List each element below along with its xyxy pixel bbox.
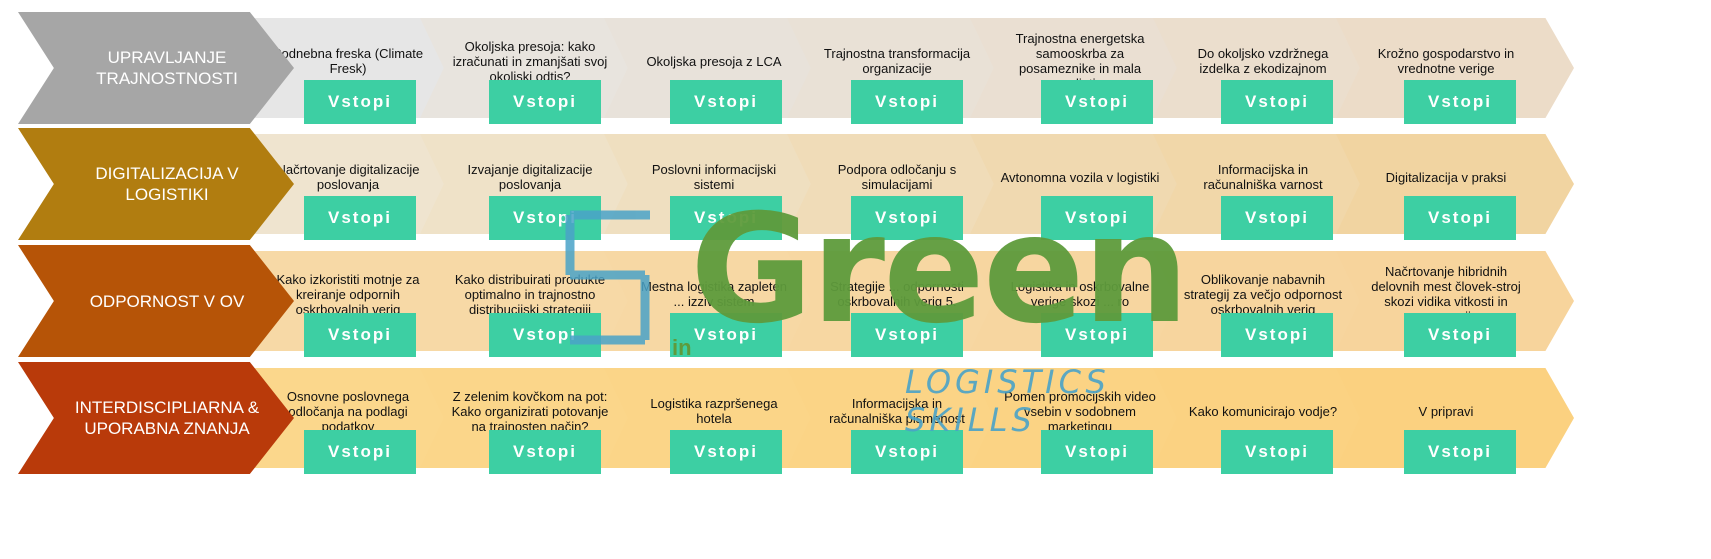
- enter-course-button[interactable]: Vstopi: [489, 313, 601, 357]
- enter-course-button[interactable]: Vstopi: [851, 80, 963, 124]
- course-title: Trajnostna transformacija organizacije: [823, 46, 971, 76]
- course-title: Strategije ... odpornosti oskrbovalnih v…: [830, 279, 964, 309]
- enter-course-button[interactable]: Vstopi: [670, 313, 782, 357]
- course-title: Logistika in oskrbovalne verige skozi ..…: [1010, 279, 1150, 309]
- course-title: V pripravi: [1418, 403, 1474, 419]
- enter-course-button[interactable]: Vstopi: [1404, 196, 1516, 240]
- course-title: Kako komunicirajo vodje?: [1188, 403, 1338, 419]
- enter-course-button[interactable]: Vstopi: [489, 80, 601, 124]
- course-title: Mestna logistika zapleten ... izziv sist…: [641, 279, 787, 309]
- enter-course-button[interactable]: Vstopi: [489, 430, 601, 474]
- course-title: Informacijska in računalniška pismenost: [829, 396, 965, 426]
- enter-course-button[interactable]: Vstopi: [851, 430, 963, 474]
- enter-course-button[interactable]: Vstopi: [304, 313, 416, 357]
- course-title: Okoljska presoja: kako izračunati in zma…: [452, 38, 608, 84]
- enter-course-button[interactable]: Vstopi: [1221, 196, 1333, 240]
- track-label: UPRAVLJANJE TRAJNOSTNOSTI: [96, 48, 238, 88]
- course-title: Načrtovanje digitalizacije poslovanja: [276, 162, 420, 192]
- track-row: Osnovne poslovnega odločanja na podlagi …: [0, 362, 1711, 474]
- enter-course-button[interactable]: Vstopi: [1404, 313, 1516, 357]
- enter-course-button[interactable]: Vstopi: [670, 196, 782, 240]
- enter-course-button[interactable]: Vstopi: [489, 196, 601, 240]
- course-title: Osnovne poslovnega odločanja na podlagi …: [286, 388, 410, 434]
- enter-course-button[interactable]: Vstopi: [1404, 80, 1516, 124]
- course-title: Z zelenim kovčkom na pot: Kako organizir…: [451, 388, 609, 434]
- course-title: Pomen promocijskih video vsebin v sodobn…: [1004, 388, 1156, 434]
- course-title: Digitalizacija v praksi: [1385, 169, 1507, 185]
- enter-course-button[interactable]: Vstopi: [1221, 313, 1333, 357]
- course-title: Kako distribuirati produkte optimalno in…: [454, 271, 606, 317]
- course-title: Poslovni informacijski sistemi: [651, 162, 777, 192]
- track-label: ODPORNOST V OV: [89, 291, 245, 311]
- course-title: Krožno gospodarstvo in vrednotne verige: [1377, 46, 1515, 76]
- enter-course-button[interactable]: Vstopi: [1404, 430, 1516, 474]
- track-label-arrow: ODPORNOST V OV: [18, 245, 294, 357]
- enter-course-button[interactable]: Vstopi: [1221, 430, 1333, 474]
- enter-course-button[interactable]: Vstopi: [1041, 80, 1153, 124]
- track-label: INTERDISCIPLIARNA & UPORABNA ZNANJA: [74, 398, 260, 438]
- course-title: Avtonomna vozila v logistiki: [1000, 169, 1160, 185]
- course-title: Informacijska in računalniška varnost: [1203, 162, 1323, 192]
- track-label-arrow: INTERDISCIPLIARNA & UPORABNA ZNANJA: [18, 362, 294, 474]
- course-title: Podpora odločanju s simulacijami: [837, 162, 957, 192]
- enter-course-button[interactable]: Vstopi: [851, 313, 963, 357]
- enter-course-button[interactable]: Vstopi: [304, 430, 416, 474]
- enter-course-button[interactable]: Vstopi: [851, 196, 963, 240]
- course-title: Podnebna freska (Climate Fresk): [272, 46, 424, 76]
- track-label-arrow: UPRAVLJANJE TRAJNOSTNOSTI: [18, 12, 294, 124]
- enter-course-button[interactable]: Vstopi: [1041, 313, 1153, 357]
- course-title: Logistika razpršenega hotela: [650, 396, 778, 426]
- enter-course-button[interactable]: Vstopi: [1221, 80, 1333, 124]
- track-row: Kako izkoristiti motnje za kreiranje odp…: [0, 245, 1711, 357]
- enter-course-button[interactable]: Vstopi: [1041, 196, 1153, 240]
- track-label: DIGITALIZACIJA V LOGISTIKI: [95, 164, 239, 204]
- track-label-arrow: DIGITALIZACIJA V LOGISTIKI: [18, 128, 294, 240]
- course-title: Izvajanje digitalizacije poslovanja: [467, 162, 593, 192]
- enter-course-button[interactable]: Vstopi: [304, 196, 416, 240]
- enter-course-button[interactable]: Vstopi: [1041, 430, 1153, 474]
- course-title: Kako izkoristiti motnje za kreiranje odp…: [276, 271, 420, 317]
- course-title: Do okoljsko vzdržnega izdelka z ekodizaj…: [1197, 46, 1329, 76]
- course-title: Okoljska presoja z LCA: [646, 53, 782, 69]
- enter-course-button[interactable]: Vstopi: [670, 430, 782, 474]
- enter-course-button[interactable]: Vstopi: [670, 80, 782, 124]
- course-title: Oblikovanje nabavnih strategij za večjo …: [1183, 271, 1343, 317]
- enter-course-button[interactable]: Vstopi: [304, 80, 416, 124]
